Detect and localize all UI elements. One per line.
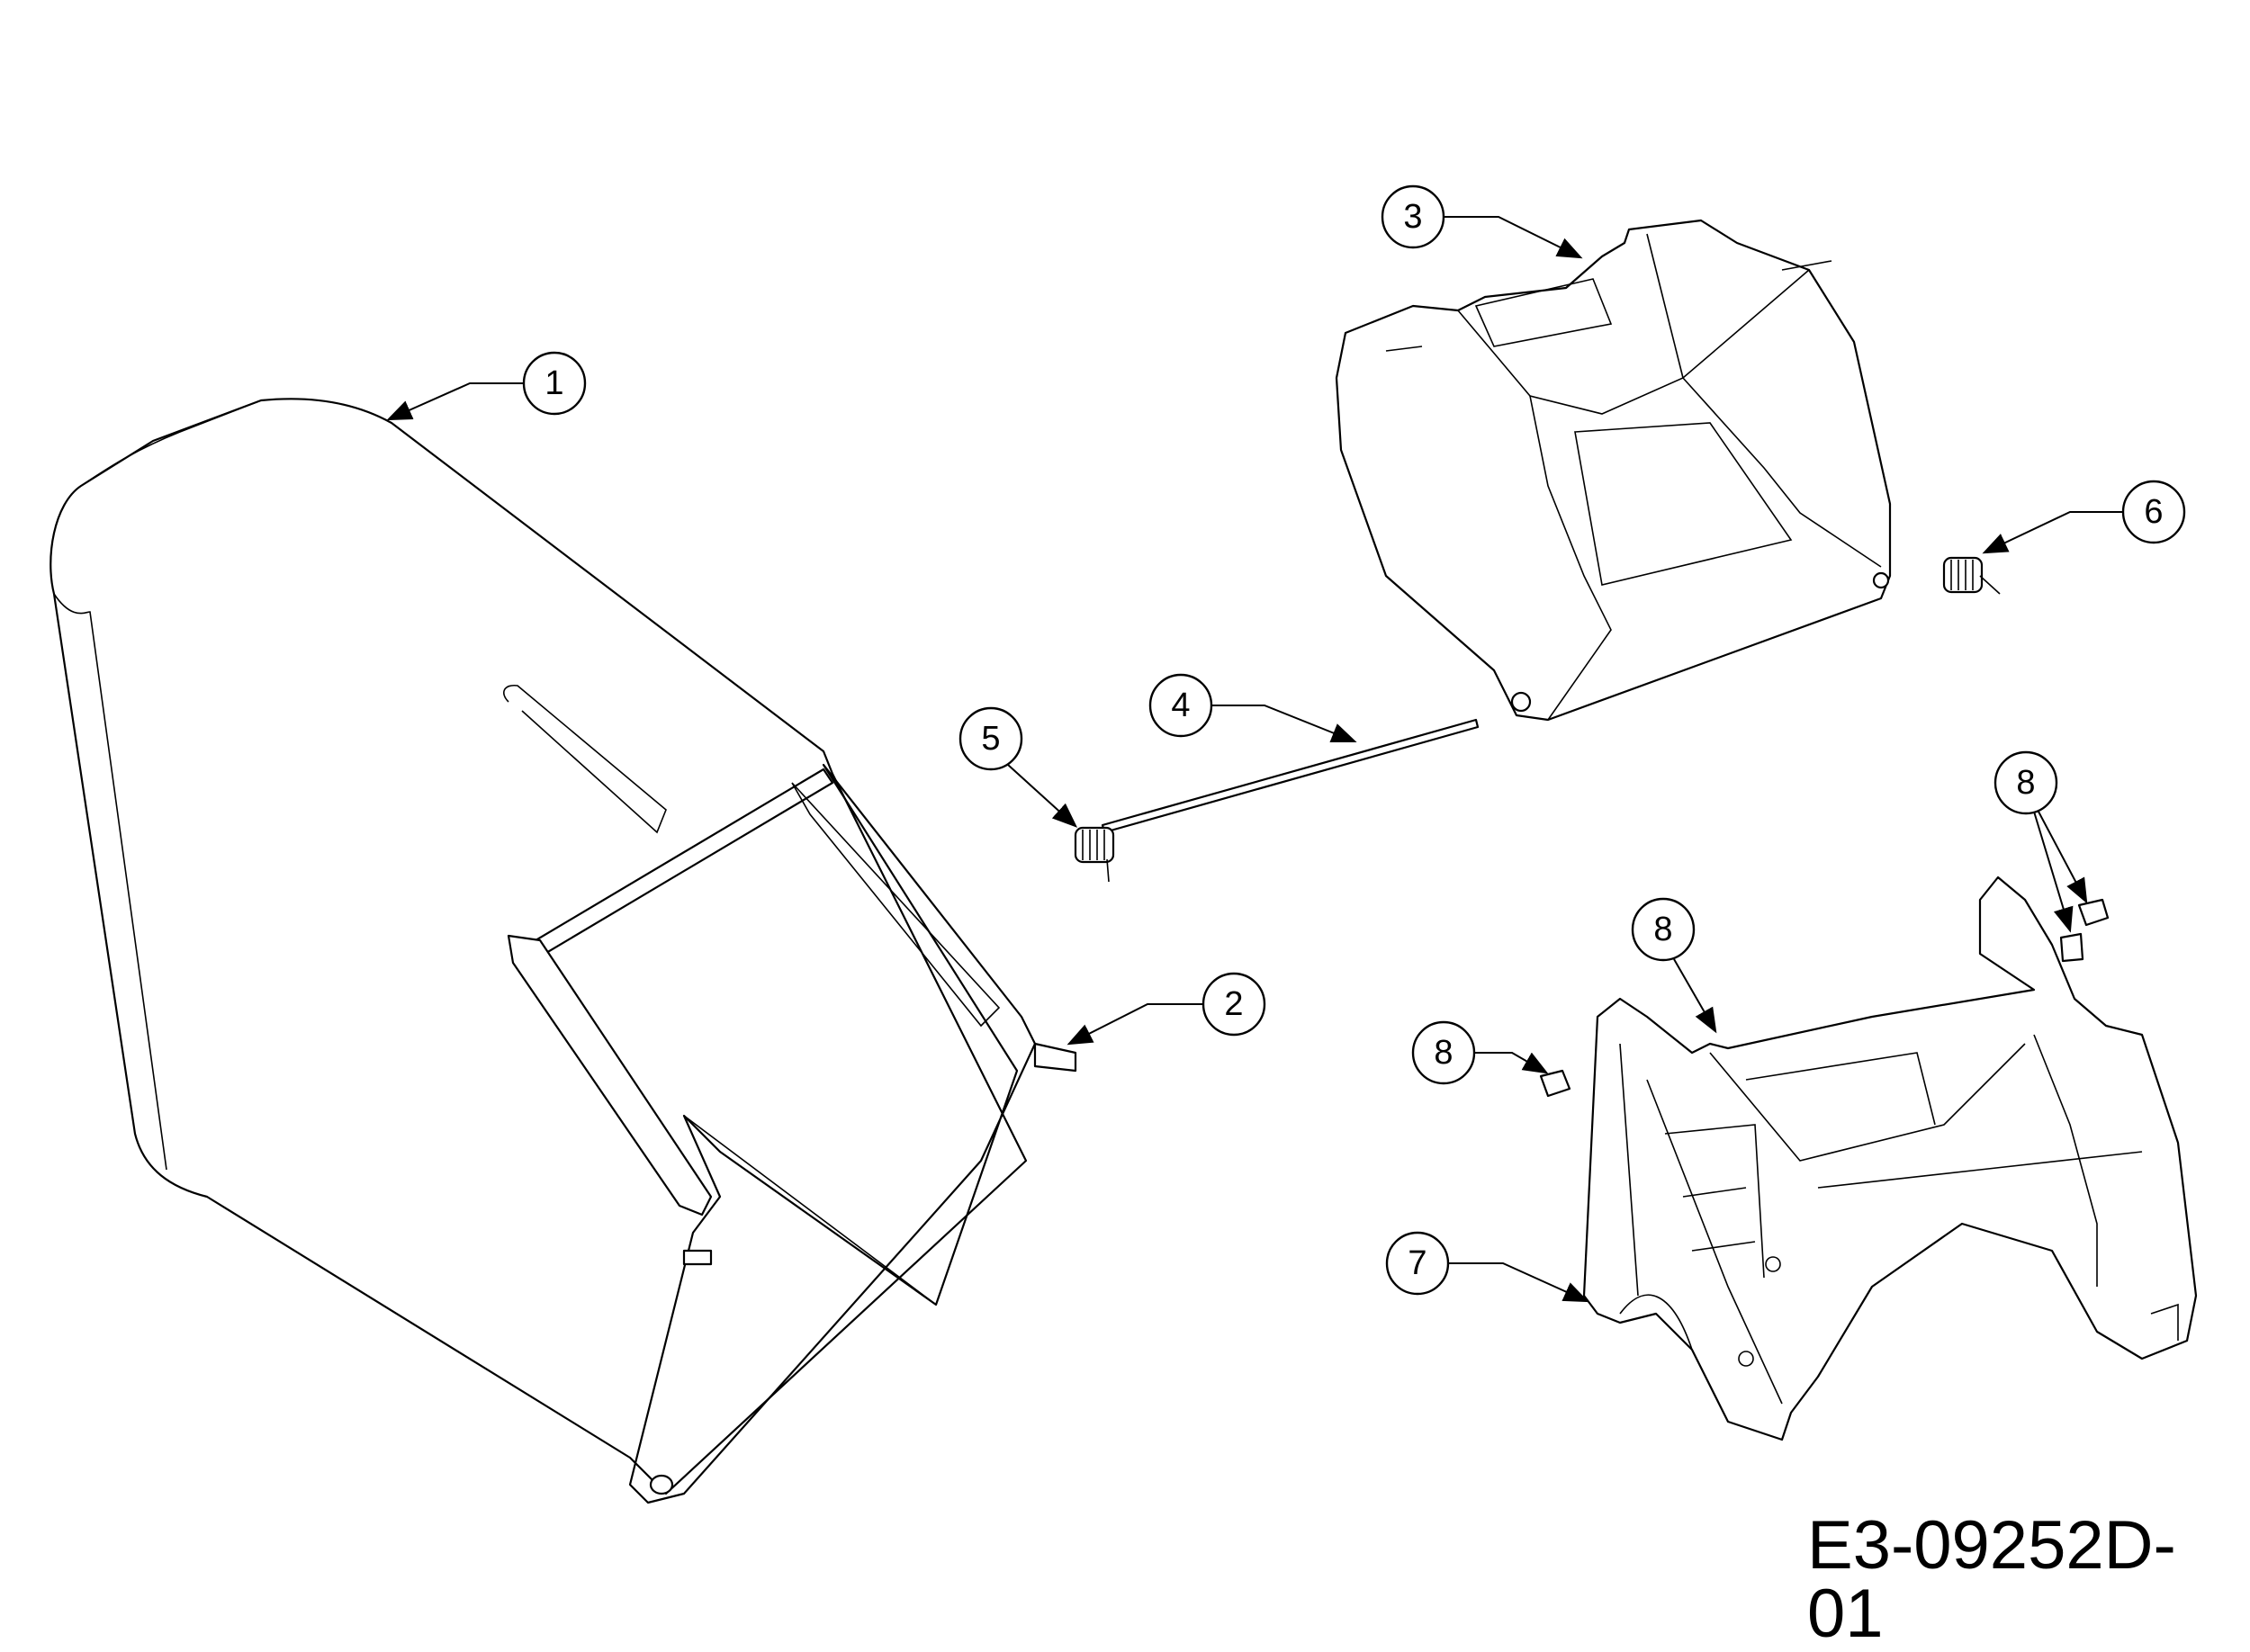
torsion-spring-left-drawing bbox=[1074, 826, 1115, 883]
callout-label: 1 bbox=[544, 364, 563, 402]
callout-1: 1 bbox=[386, 351, 587, 421]
callout-2: 2 bbox=[1066, 972, 1266, 1046]
drawing-code: E3-09252D-01 bbox=[1807, 1507, 2176, 1652]
nut-drawings bbox=[1539, 898, 2110, 1098]
callout-6: 6 bbox=[1982, 480, 2186, 554]
callout-label: 7 bbox=[1408, 1244, 1426, 1282]
discharge-flap-drawing bbox=[1335, 219, 1892, 722]
callout-label: 8 bbox=[1434, 1034, 1453, 1072]
callout-8-right: 8 bbox=[1994, 750, 2088, 933]
callout-label: 5 bbox=[981, 720, 1000, 758]
flap-rod-drawing bbox=[1101, 718, 1480, 834]
parts-diagram: 1 2 3 4 5 6 7 8 8 bbox=[50, 184, 2198, 1504]
callout-4: 4 bbox=[1148, 673, 1357, 743]
callout-label: 4 bbox=[1171, 687, 1190, 724]
callout-8-left: 8 bbox=[1411, 1020, 1549, 1085]
callout-3: 3 bbox=[1381, 184, 1583, 259]
callout-7: 7 bbox=[1385, 1231, 1589, 1303]
rear-housing-drawing bbox=[1582, 875, 2198, 1441]
callout-8-middle: 8 bbox=[1631, 897, 1717, 1034]
callout-label: 8 bbox=[2016, 764, 2035, 802]
torsion-spring-right-drawing bbox=[1942, 556, 2001, 595]
grass-bag-drawing bbox=[50, 398, 1077, 1504]
callout-label: 2 bbox=[1224, 985, 1243, 1023]
callout-label: 3 bbox=[1403, 198, 1422, 236]
callout-label: 6 bbox=[2144, 493, 2163, 531]
callout-label: 8 bbox=[1653, 911, 1672, 948]
callout-5: 5 bbox=[958, 706, 1078, 828]
